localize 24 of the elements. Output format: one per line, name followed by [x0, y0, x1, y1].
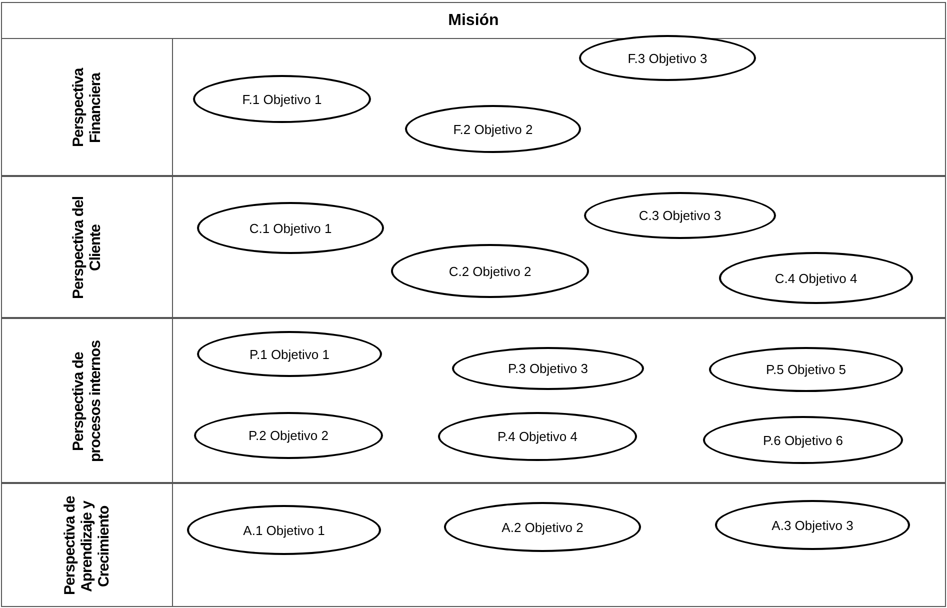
objective-label: P.5 Objetivo 5 [766, 362, 846, 377]
row-heading: Perspectiva del Cliente [69, 196, 105, 302]
row-heading: Perspectiva Financiera [69, 67, 105, 150]
objective-label: C.1 Objetivo 1 [249, 220, 332, 236]
objective-label: P.4 Objetivo 4 [498, 429, 578, 444]
objective-label: C.3 Objetivo 3 [638, 208, 722, 223]
objective-label: C.2 Objetivo 2 [448, 264, 532, 278]
objective-label: A.3 Objetivo 3 [772, 518, 854, 532]
objective-label: P.1 Objetivo 1 [250, 346, 330, 362]
perspective-row [1, 38, 946, 176]
perspective-row [1, 318, 946, 483]
objective-label: F.2 Objetivo 2 [453, 122, 533, 136]
perspective-row [1, 176, 946, 318]
objective-label: P.2 Objetivo 2 [248, 428, 328, 443]
objective-label: C.4 Objetivo 4 [774, 270, 858, 286]
objective-label: P.3 Objetivo 3 [508, 361, 588, 376]
objective-label: A.1 Objetivo 1 [243, 522, 325, 538]
row-heading: Perspectiva de Aprendizaje y Crecimiento [60, 495, 114, 598]
objective-label: F.3 Objetivo 3 [628, 50, 708, 66]
objective-label: F.1 Objetivo 1 [242, 92, 322, 106]
objective-label: A.2 Objetivo 2 [502, 520, 584, 534]
perspective-row [1, 483, 946, 607]
row-heading: Perspectiva de procesos internos [69, 340, 105, 464]
objective-label: P.6 Objetivo 6 [763, 432, 843, 448]
